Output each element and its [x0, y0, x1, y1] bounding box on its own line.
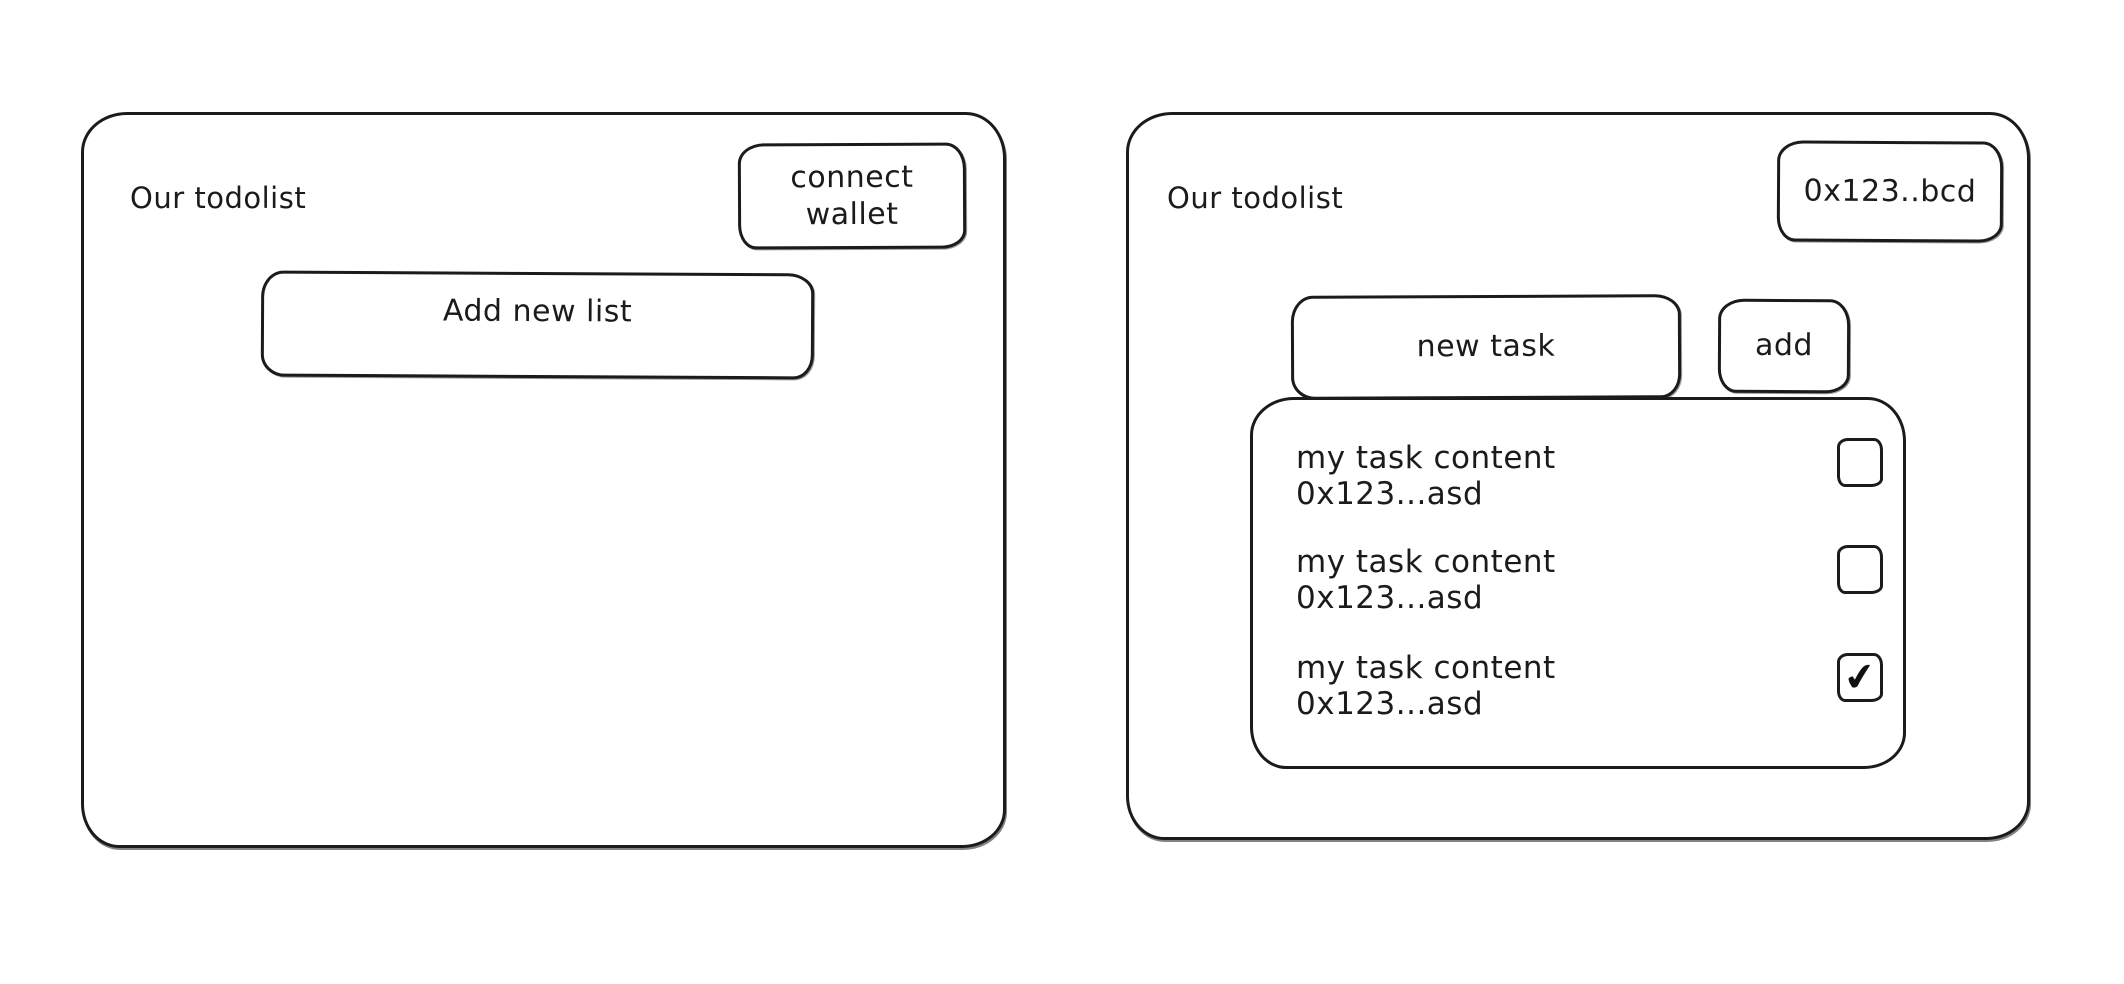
task-checkbox[interactable] [1837, 545, 1883, 594]
task-address: 0x123...asd [1296, 580, 1484, 616]
new-task-input[interactable]: new task [1290, 294, 1682, 400]
left-page-title: Our todolist [130, 181, 307, 215]
task-address: 0x123...asd [1296, 476, 1484, 512]
task-list: my task content 0x123...asd my task cont… [1250, 397, 1906, 769]
task-content: my task content [1296, 544, 1556, 580]
task-checkbox[interactable]: ✔ [1837, 653, 1883, 702]
task-checkbox[interactable] [1837, 438, 1883, 487]
task-content: my task content [1296, 650, 1556, 686]
task-row: my task content 0x123...asd [1296, 440, 1856, 512]
right-app-window: Our todolist 0x123..bcd new task add my … [1126, 112, 2030, 840]
task-content: my task content [1296, 440, 1556, 476]
task-row: my task content 0x123...asd [1296, 544, 1856, 616]
connect-wallet-button[interactable]: connect wallet [737, 142, 967, 250]
add-new-list-button[interactable]: Add new list [260, 270, 815, 380]
right-page-title: Our todolist [1167, 181, 1344, 215]
check-icon: ✔ [1841, 652, 1879, 701]
left-app-window: Our todolist connect wallet Add new list [81, 112, 1006, 848]
add-task-button[interactable]: add [1717, 298, 1851, 394]
task-row: my task content 0x123...asd [1296, 650, 1856, 722]
task-address: 0x123...asd [1296, 686, 1484, 722]
wallet-address-button[interactable]: 0x123..bcd [1776, 140, 2004, 243]
